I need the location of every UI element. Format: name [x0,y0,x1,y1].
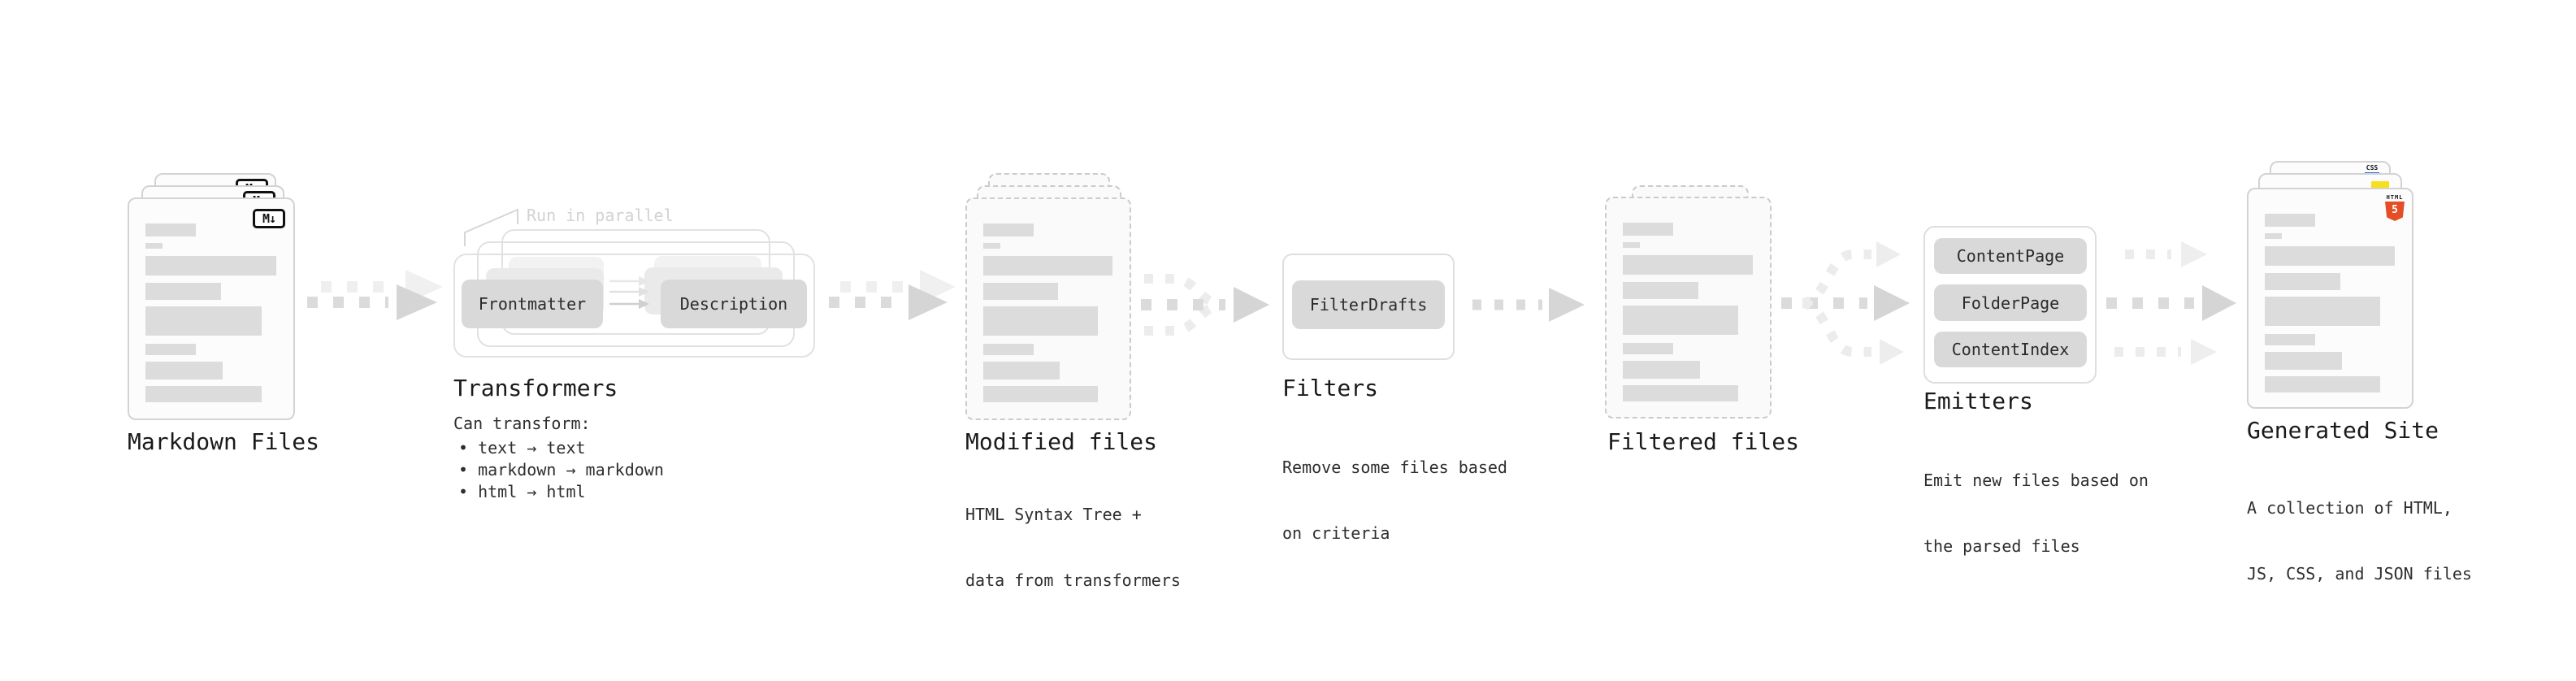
arrow-modified-to-filters [1141,274,1269,336]
text-line-bar [1623,282,1698,299]
stage-label-transformers: Transformers [453,375,618,401]
text-line-bar [2265,273,2340,290]
stage-label-modified-files: Modified files [965,428,1158,455]
html5-icon: HTML 5 [2384,194,2405,221]
stage-desc-modified: HTML Syntax Tree + data from transformer… [965,460,1181,635]
contentpage-button: ContentPage [1934,238,2087,274]
description-button: Description [661,280,807,328]
text-line-bar [145,243,163,249]
doc-content-bars [983,223,1115,404]
text-line-bar [983,386,1098,402]
doc-content-bars [145,223,279,404]
doc-content-bars [1623,223,1755,403]
text-line-bar [145,362,223,380]
arrow-transformers-to-modified [829,270,956,320]
text-line-bar [2265,352,2342,370]
text-line-bar [983,283,1059,300]
text-line-bar [145,256,276,275]
transformers-bullet: • text → text [458,438,586,458]
desc-line: Emit new files based on [1923,471,2149,490]
stage-label-filtered-files: Filtered files [1607,428,1800,455]
text-line-bar [145,386,262,402]
folderpage-button: FolderPage [1934,284,2087,321]
stage-label-filters: Filters [1282,375,1379,401]
text-line-bar [2265,233,2283,239]
transformers-bullet: • markdown → markdown [458,460,664,479]
transformers-bullet: • html → html [458,482,586,501]
filtered-file-card-front [1605,197,1772,419]
arrow-filtered-to-emitters [1781,241,1910,365]
text-line-bar [2265,376,2380,393]
desc-line: the parsed files [1923,536,2080,556]
desc-line: data from transformers [965,570,1181,590]
filterdrafts-button: FilterDrafts [1292,280,1445,329]
generated-html-file-card: HTML 5 [2247,188,2413,409]
markdown-icon: M↓ [253,209,285,228]
text-line-bar [1623,242,1641,248]
text-line-bar [983,223,1034,236]
stage-desc-filters: Remove some files based on criteria [1282,413,1507,588]
text-line-bar [145,283,222,300]
desc-line: A collection of HTML, [2247,498,2452,518]
arrow-emitters-to-generated [2106,241,2236,365]
desc-line: HTML Syntax Tree + [965,505,1142,524]
modified-file-card-front [965,197,1131,420]
stage-desc-emitters: Emit new files based on the parsed files [1923,426,2149,601]
transformers-desc-title: Can transform: [453,414,591,433]
text-line-bar [983,243,1001,249]
text-line-bar [983,306,1098,336]
html5-shield-icon: 5 [2385,202,2405,221]
text-line-bar [1623,223,1673,236]
arrow-markdown-to-transformers [307,270,443,320]
frontmatter-button: Frontmatter [462,280,603,328]
contentindex-button: ContentIndex [1934,332,2087,367]
stage-desc-generated: A collection of HTML, JS, CSS, and JSON … [2247,453,2472,629]
text-line-bar [145,344,197,355]
text-line-bar [2265,297,2380,326]
desc-line: Remove some files based [1282,458,1507,477]
text-line-bar [2265,214,2315,227]
text-line-bar [1623,361,1700,379]
text-line-bar [145,223,197,236]
arrow-filters-to-filtered [1472,288,1585,322]
text-line-bar [983,362,1060,380]
text-line-bar [2265,246,2395,266]
text-line-bar [1623,385,1738,401]
text-line-bar [983,256,1112,275]
run-in-parallel-note: Run in parallel [527,206,674,225]
text-line-bar [2265,334,2315,345]
css-icon-label: CSS [2366,164,2379,171]
stage-label-emitters: Emitters [1923,388,2033,414]
text-line-bar [1623,255,1753,275]
js-file-icon [2371,181,2389,189]
markdown-file-card-front: M↓ [128,197,295,420]
text-line-bar [145,306,262,336]
stage-label-generated-site: Generated Site [2247,417,2439,444]
text-line-bar [1623,343,1673,354]
text-line-bar [1623,306,1738,335]
doc-content-bars [2265,214,2397,394]
text-line-bar [983,344,1034,355]
stage-label-markdown-files: Markdown Files [128,428,320,455]
html5-icon-label: HTML [2386,194,2404,201]
desc-line: JS, CSS, and JSON files [2247,564,2472,583]
transformer-box-front [453,254,815,358]
desc-line: on criteria [1282,523,1390,543]
